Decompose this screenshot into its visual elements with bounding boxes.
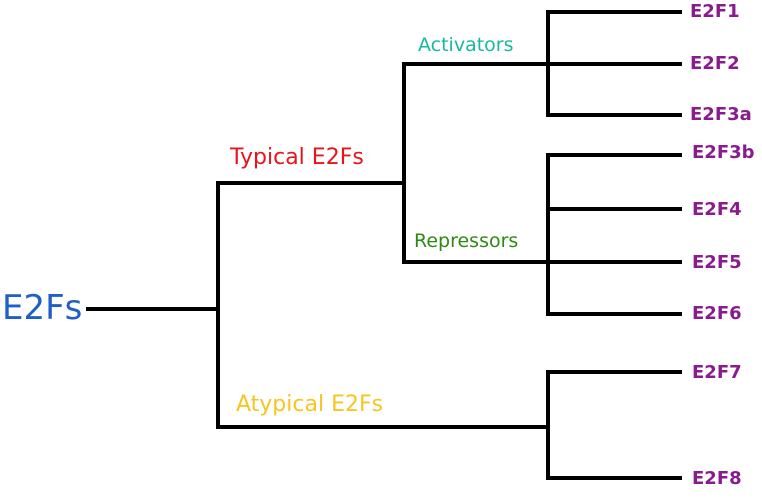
leaf-label-e2f8: E2F8: [692, 468, 742, 489]
branch-label-repressors: Repressors: [414, 230, 519, 252]
leaf-label-e2f6: E2F6: [692, 303, 742, 324]
leaf-label-e2f5: E2F5: [692, 252, 742, 273]
leaf-label-e2f3a: E2F3a: [690, 104, 752, 125]
root-label-e2fs: E2Fs: [2, 288, 83, 328]
branch-label-atypical: Atypical E2Fs: [236, 392, 384, 417]
leaf-label-e2f3b: E2F3b: [692, 142, 755, 163]
leaf-label-e2f7: E2F7: [692, 362, 742, 383]
leaf-label-e2f4: E2F4: [692, 199, 742, 220]
branch-label-activators: Activators: [418, 34, 514, 56]
leaf-label-e2f1: E2F1: [690, 1, 740, 22]
branch-label-typical: Typical E2Fs: [230, 145, 364, 170]
leaf-label-e2f2: E2F2: [690, 53, 740, 74]
